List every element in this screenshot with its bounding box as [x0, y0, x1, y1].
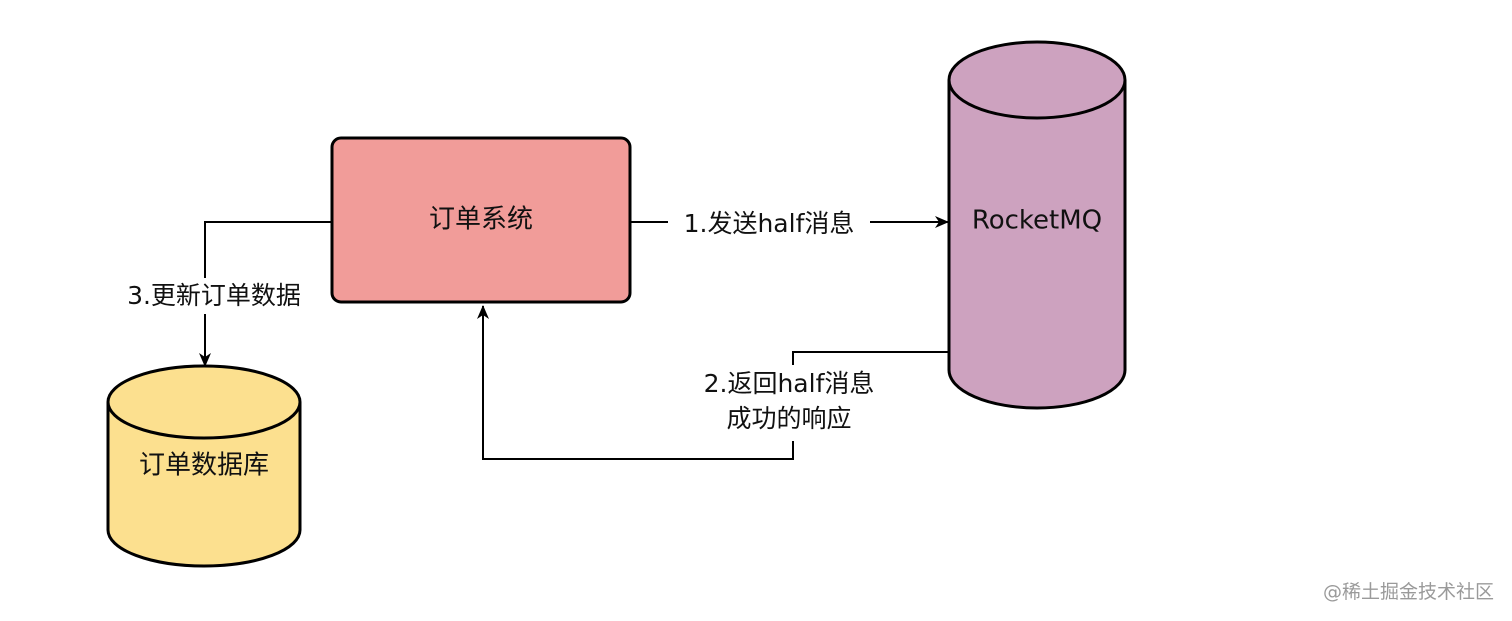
- return-half-label-bg: [684, 365, 894, 441]
- rocketmq-cylinder-top: [947, 40, 1127, 120]
- order-db-label: 订单数据库: [139, 451, 269, 481]
- rocketmq-cylinder-body: [947, 80, 1127, 410]
- return-half-label-line2: 成功的响应: [726, 404, 851, 433]
- return-half-label-line1: 2.返回half消息: [704, 369, 875, 398]
- watermark-text: @稀土掘金技术社区: [1323, 581, 1494, 603]
- update-order-arrow: [199, 221, 332, 367]
- order-system-box: [330, 136, 632, 304]
- update-order-label-bg: [108, 278, 320, 314]
- edge-update-order: 3.更新订单数据: [108, 221, 332, 367]
- order-db-cylinder-top: [106, 364, 302, 440]
- order-system-label: 订单系统: [429, 205, 533, 235]
- order-system-node: 订单系统: [330, 136, 632, 304]
- send-half-label-bg: [668, 207, 870, 241]
- edge-return-half: 2.返回half消息 成功的响应: [477, 305, 949, 460]
- return-half-arrow: [477, 305, 949, 460]
- update-order-label: 3.更新订单数据: [127, 281, 301, 310]
- order-db-node: 订单数据库: [106, 364, 302, 568]
- order-db-cylinder-body: [106, 402, 302, 568]
- rocketmq-label: RocketMQ: [972, 206, 1102, 236]
- rocketmq-node: RocketMQ: [947, 40, 1127, 410]
- send-half-label: 1.发送half消息: [684, 209, 855, 238]
- edge-send-half: 1.发送half消息: [630, 207, 949, 241]
